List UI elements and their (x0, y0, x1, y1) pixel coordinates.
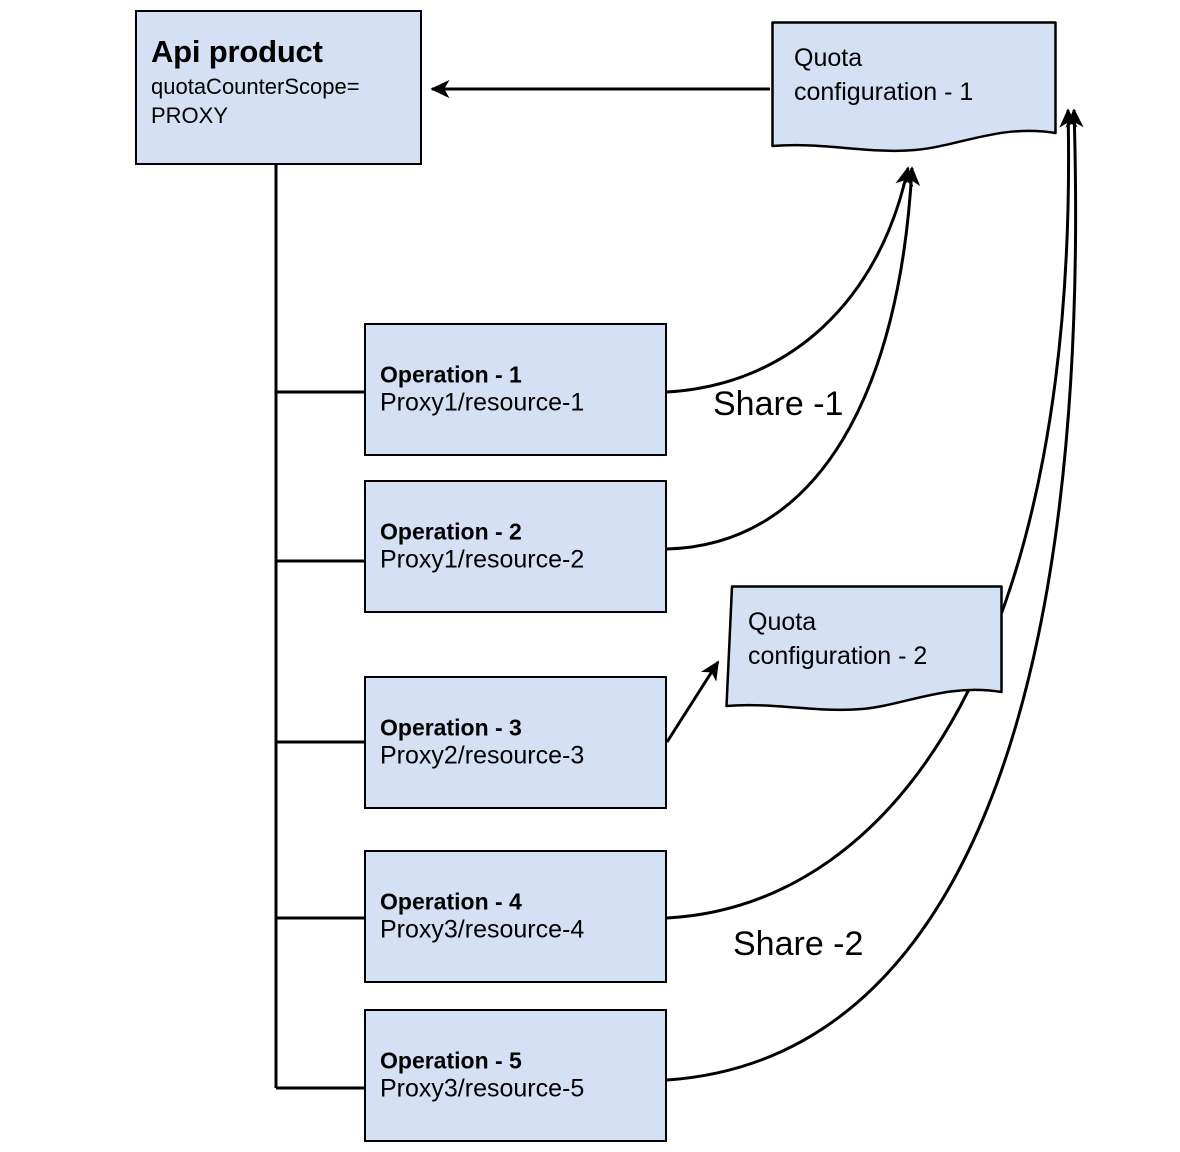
node-operation-5-title: Operation - 5 (380, 1047, 522, 1074)
node-operation-3-resource: Proxy2/resource-3 (380, 741, 585, 770)
node-operation-1-resource: Proxy1/resource-1 (380, 388, 585, 417)
node-operation-5-resource: Proxy3/resource-5 (380, 1074, 585, 1103)
document-shape-icon (771, 21, 1057, 153)
node-api-product-title: Api product (151, 34, 323, 69)
node-operation-5[interactable]: Operation - 5 Proxy3/resource-5 (364, 1009, 667, 1142)
node-operation-4-title: Operation - 4 (380, 888, 522, 915)
node-api-product-subtitle-line-2: PROXY (151, 102, 229, 128)
edge-operation-1-to-quota1 (666, 166, 914, 394)
node-quota-configuration-2-line-1: Quota (748, 608, 817, 636)
edge-label-share-2: Share -2 (733, 925, 864, 963)
node-operation-1[interactable]: Operation - 1 Proxy1/resource-1 (364, 323, 667, 456)
node-api-product-subtitle-line-1: quotaCounterScope= (151, 73, 360, 99)
edge-operation-2-to-quota1 (666, 166, 921, 551)
node-quota-configuration-2-content: Quota configuration - 2 (748, 606, 927, 674)
node-operation-2-content: Operation - 2 Proxy1/resource-2 (380, 518, 655, 575)
edge-label-share-1: Share -1 (713, 385, 844, 423)
node-quota-configuration-1-content: Quota configuration - 1 (794, 42, 973, 110)
node-operation-4-content: Operation - 4 Proxy3/resource-4 (380, 888, 655, 945)
node-quota-configuration-2-line-2: configuration - 2 (748, 641, 928, 670)
edge-operation-4-to-quota1 (666, 108, 1078, 920)
edge-operation-5-to-quota1 (666, 108, 1084, 1082)
node-quota-configuration-2[interactable]: Quota configuration - 2 (724, 584, 1004, 714)
node-operation-2-title: Operation - 2 (380, 518, 522, 545)
node-operation-3-content: Operation - 3 Proxy2/resource-3 (380, 714, 655, 771)
node-operation-1-content: Operation - 1 Proxy1/resource-1 (380, 361, 655, 418)
node-api-product[interactable]: Api product quotaCounterScope= PROXY (135, 10, 422, 165)
node-quota-configuration-1-line-1: Quota (794, 44, 863, 72)
node-operation-4-resource: Proxy3/resource-4 (380, 915, 585, 944)
node-operation-2[interactable]: Operation - 2 Proxy1/resource-2 (364, 480, 667, 613)
node-quota-configuration-1-line-2: configuration - 1 (794, 77, 974, 106)
node-operation-5-content: Operation - 5 Proxy3/resource-5 (380, 1047, 655, 1104)
edge-product-tree (274, 165, 364, 1090)
node-operation-3-title: Operation - 3 (380, 714, 522, 741)
node-quota-configuration-1[interactable]: Quota configuration - 1 (770, 20, 1058, 155)
node-operation-3[interactable]: Operation - 3 Proxy2/resource-3 (364, 676, 667, 809)
node-api-product-content: Api product quotaCounterScope= PROXY (151, 34, 410, 128)
document-shape-icon (725, 585, 1003, 712)
node-operation-4[interactable]: Operation - 4 Proxy3/resource-4 (364, 850, 667, 983)
node-operation-2-resource: Proxy1/resource-2 (380, 545, 585, 574)
edge-operation-3-to-quota2 (665, 660, 720, 743)
node-operation-1-title: Operation - 1 (380, 361, 522, 388)
